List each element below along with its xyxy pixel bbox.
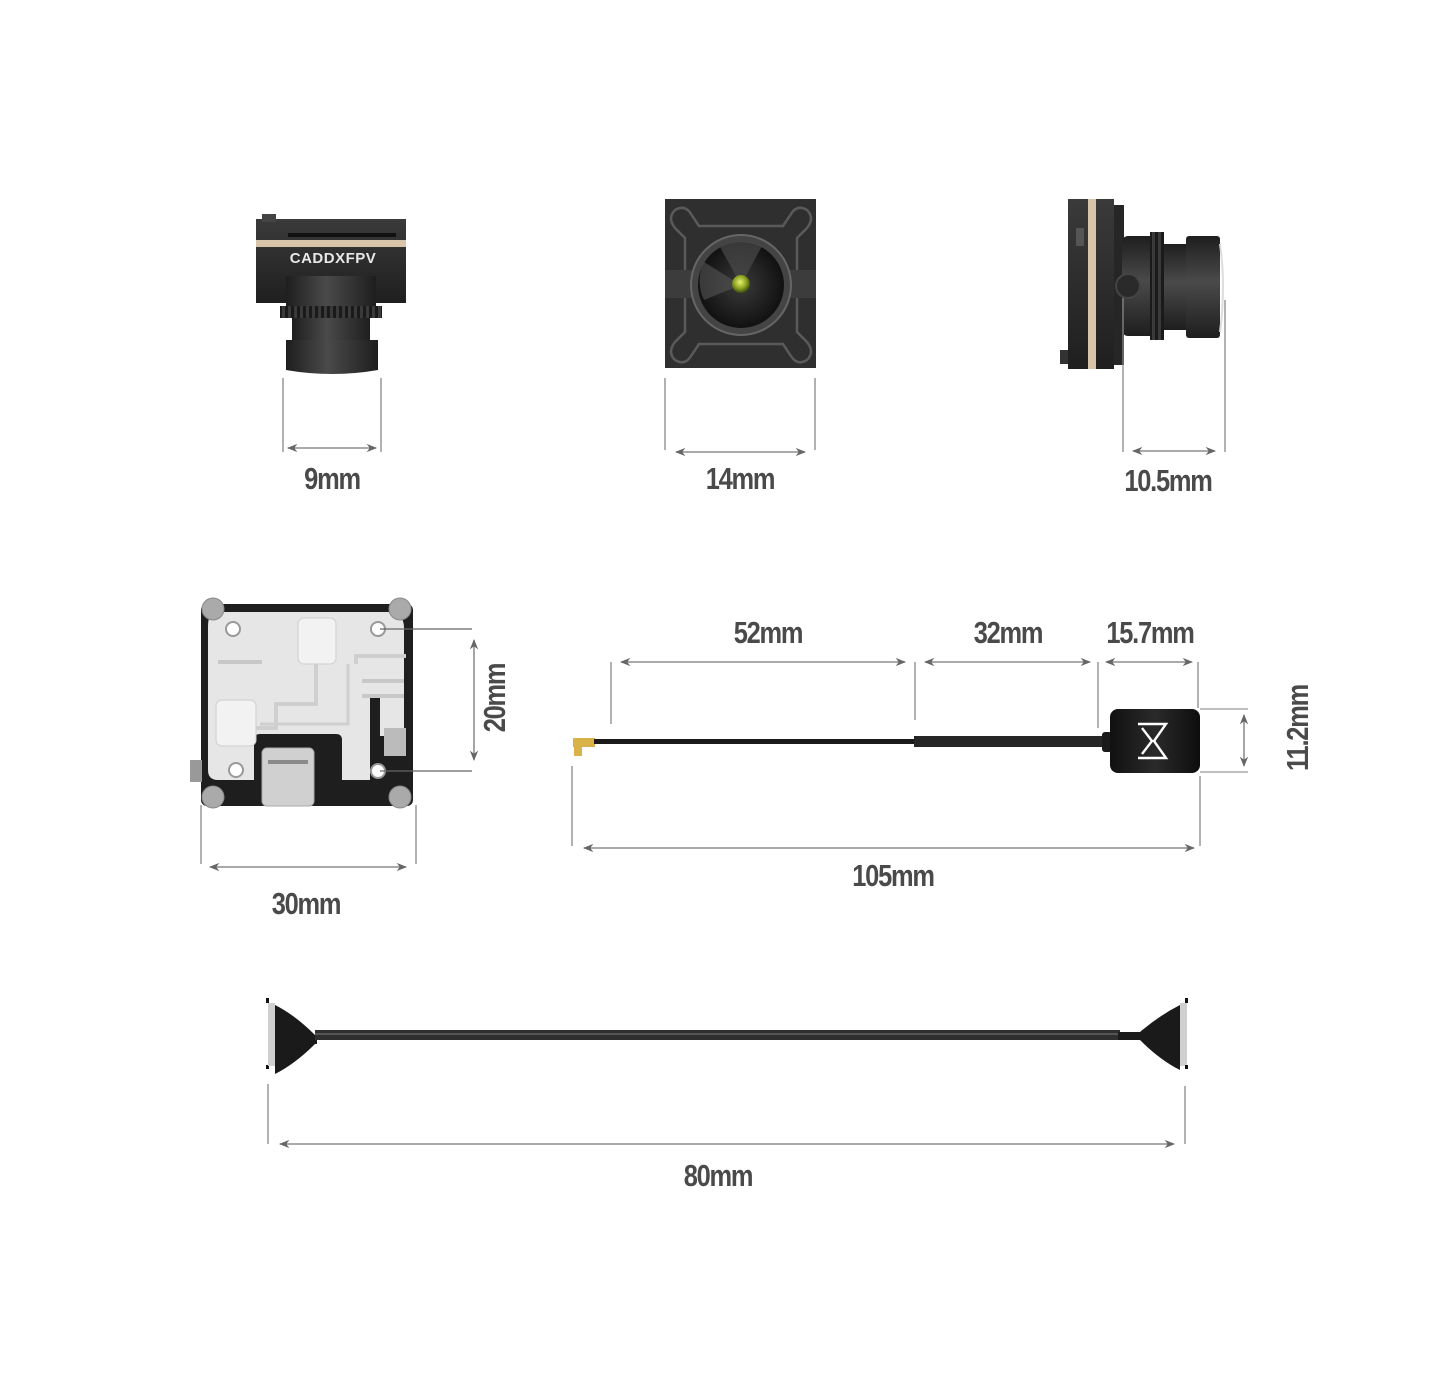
dimension-80mm — [267, 1084, 1186, 1149]
dimension-30mm — [200, 805, 417, 872]
dimension-10.5mm — [1122, 298, 1226, 456]
camera-top-view — [256, 214, 406, 374]
camera-side-view — [1060, 199, 1224, 369]
label-32mm: 32mm — [973, 615, 1044, 650]
dimension-20mm — [380, 628, 479, 772]
label-15.7mm: 15.7mm — [1106, 615, 1195, 650]
dimension-14mm — [664, 378, 816, 457]
dimension-11.2mm — [1200, 708, 1249, 773]
label-30mm: 30mm — [271, 886, 342, 921]
label-11.2mm: 11.2mm — [1280, 685, 1315, 771]
label-14mm: 14mm — [705, 461, 776, 496]
label-52mm: 52mm — [733, 615, 804, 650]
dimension-antenna-segments — [610, 657, 1199, 728]
dimension-9mm — [282, 378, 382, 453]
dimension-105mm — [571, 766, 1201, 853]
sigma-hourglass-logo — [1138, 722, 1169, 760]
label-10.5mm: 10.5mm — [1124, 463, 1213, 498]
label-20mm: 20mm — [477, 663, 512, 733]
vtx-board — [190, 597, 413, 809]
label-9mm: 9mm — [304, 461, 361, 496]
label-105mm: 105mm — [852, 858, 935, 893]
camera-brand-text: CADDXFPV — [289, 250, 377, 267]
camera-lens-view — [665, 199, 816, 368]
label-80mm: 80mm — [683, 1158, 754, 1193]
coax-cable — [266, 998, 1188, 1074]
antenna — [573, 709, 1200, 773]
